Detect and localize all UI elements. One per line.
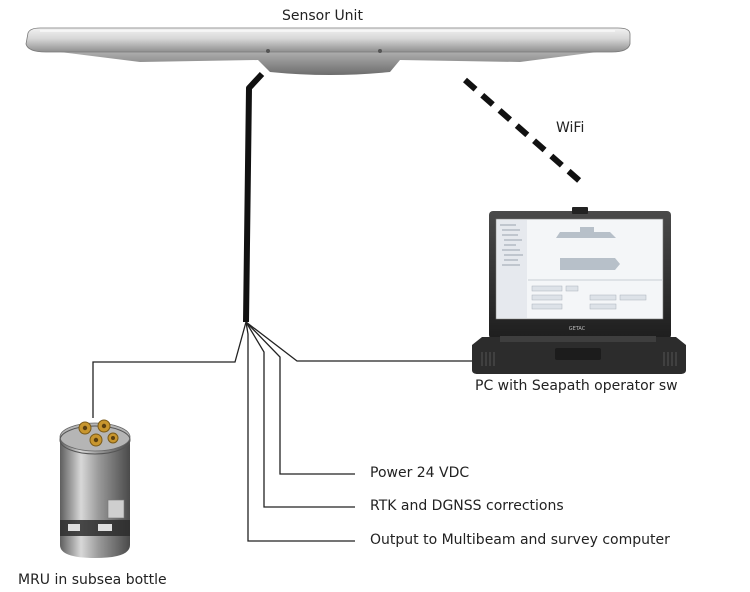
laptop-screen-vessel-side: [560, 258, 620, 270]
laptop-screen-sidebar: [497, 220, 527, 318]
wifi-label: WiFi: [556, 120, 585, 136]
sensor-unit-screw: [266, 49, 270, 53]
laptop-screen-tree: [500, 224, 523, 266]
wifi-link: [463, 77, 584, 186]
mru-bottle-label-plate: [107, 499, 125, 519]
main-cable: [243, 71, 265, 323]
laptop-hinge: [500, 336, 656, 342]
sensor-unit-bar: [25, 27, 631, 53]
mru-bottle-body: [60, 440, 130, 558]
laptop-latch: [555, 348, 601, 360]
sensor-unit: [25, 27, 631, 75]
mru-label: MRU in subsea bottle: [18, 572, 167, 588]
laptop-screen-vessel-top-deck: [580, 227, 594, 232]
cable-power: [245, 321, 355, 475]
sensor-unit-screw: [378, 49, 382, 53]
cable-fanout: [92, 321, 478, 542]
rtk-dgnss-label: RTK and DGNSS corrections: [370, 498, 564, 514]
laptop-screen-fields: [531, 285, 647, 310]
cable-rtk: [245, 321, 355, 508]
sensor-unit-underside: [28, 48, 628, 75]
laptop: GETAC: [472, 207, 686, 374]
mru-bottle-top-rim: [59, 425, 131, 455]
laptop-camera-bump: [572, 207, 588, 214]
laptop-label: PC with Seapath operator sw: [475, 378, 678, 394]
cable-to-mru: [92, 321, 247, 418]
mru-connectors: [78, 419, 119, 447]
laptop-screen-vessel-top: [556, 232, 616, 238]
sensor-unit-label: Sensor Unit: [282, 8, 363, 24]
laptop-brand: GETAC: [569, 326, 586, 332]
cable-to-laptop: [245, 321, 478, 362]
mru-bottle-slot: [98, 524, 112, 531]
laptop-vents: [481, 352, 677, 366]
cable-output: [245, 321, 355, 542]
power-label: Power 24 VDC: [370, 465, 470, 481]
mru-bottle: [59, 419, 131, 558]
output-label: Output to Multibeam and survey computer: [370, 532, 670, 548]
mru-bottle-slot: [68, 524, 80, 531]
